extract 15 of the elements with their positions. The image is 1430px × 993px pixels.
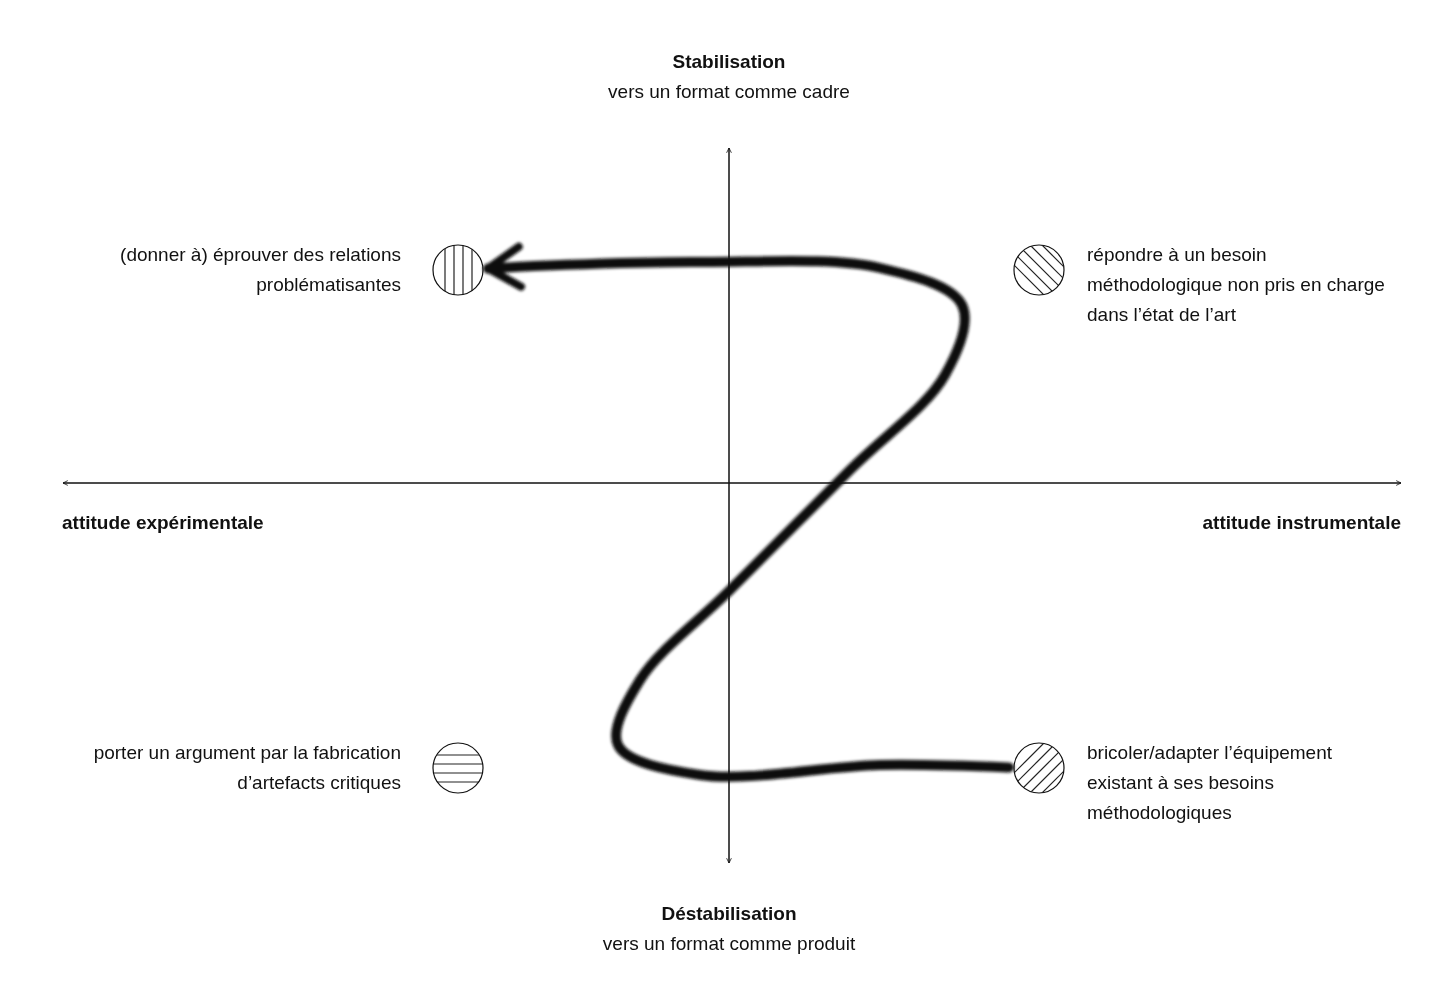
hatched-circle [432, 742, 484, 794]
axis-pole-subtitle: vers un format comme produit [602, 932, 856, 956]
quadrant-description: bricoler/adapter l’équipement existant à ses besoins méthodologiques [1087, 741, 1334, 825]
hatched-circle [432, 244, 484, 296]
quadrant-description: répondre à un besoin méthodologique non pris en charge dans l’état de l’art [1087, 243, 1386, 327]
axis-pole-title: attitude instrumentale [1202, 511, 1401, 535]
hatched-circle [1013, 244, 1065, 296]
axis-pole-title: Déstabilisation [661, 902, 797, 926]
quadrant-description: porter un argument par la fabrication d’artefacts critiques [92, 741, 401, 795]
axis-pole-title: attitude expérimentale [62, 511, 264, 535]
axis-pole-title: Stabilisation [672, 50, 786, 74]
hatched-circle [1013, 742, 1065, 794]
axis-pole-subtitle: vers un format comme cadre [608, 80, 850, 104]
curved-arrow [482, 242, 1014, 782]
quadrant-description: (donner à) éprouver des relations problématisantes [119, 243, 401, 297]
